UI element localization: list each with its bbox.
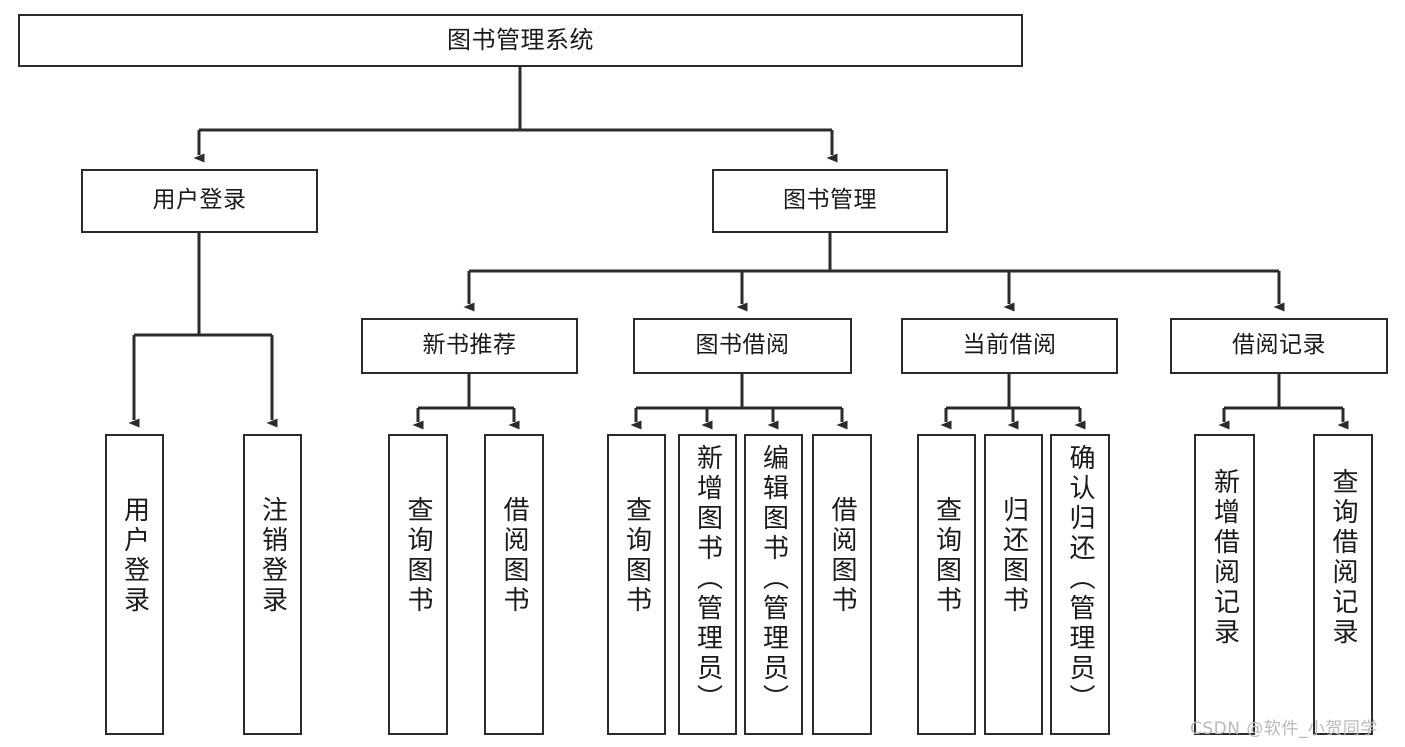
node-leaf-borrow-book-rec-label: 借阅图书 [499, 496, 529, 616]
node-book-manage-label: 图书管理 [783, 187, 877, 214]
node-leaf-confirm-return-label: 确认归还（管理员） [1065, 444, 1095, 714]
node-leaf-query-record-label: 查询借阅记录 [1328, 468, 1358, 648]
node-leaf-edit-book-label: 编辑图书（管理员） [758, 444, 789, 714]
node-leaf-borrow-book-rec[interactable]: 借阅图书 [484, 434, 544, 735]
node-leaf-add-record[interactable]: 新增借阅记录 [1194, 434, 1255, 735]
node-leaf-user-login[interactable]: 用户登录 [105, 434, 164, 735]
node-new-book-rec[interactable]: 新书推荐 [361, 318, 578, 374]
node-user-login-label: 用户登录 [152, 187, 247, 214]
node-leaf-query-book-borrow-label: 查询图书 [621, 496, 652, 616]
node-leaf-query-record[interactable]: 查询借阅记录 [1313, 434, 1373, 735]
node-leaf-return-book[interactable]: 归还图书 [984, 434, 1043, 735]
node-book-borrow[interactable]: 图书借阅 [633, 318, 852, 374]
node-leaf-add-book[interactable]: 新增图书（管理员） [678, 434, 737, 735]
node-leaf-edit-book[interactable]: 编辑图书（管理员） [744, 434, 803, 735]
csdn-watermark: CSDN @软件_小贺同学 [1190, 719, 1378, 739]
node-leaf-borrow-book-label: 借阅图书 [827, 496, 857, 616]
node-borrow-record-label: 借阅记录 [1232, 332, 1326, 359]
node-leaf-confirm-return[interactable]: 确认归还（管理员） [1050, 434, 1110, 735]
node-leaf-logout-label: 注销登录 [257, 496, 288, 616]
node-leaf-query-book-current[interactable]: 查询图书 [917, 434, 976, 735]
node-leaf-query-book-borrow[interactable]: 查询图书 [607, 434, 666, 735]
node-leaf-user-login-label: 用户登录 [119, 496, 150, 616]
node-leaf-borrow-book[interactable]: 借阅图书 [812, 434, 872, 735]
node-root-label: 图书管理系统 [447, 26, 594, 55]
node-leaf-return-book-label: 归还图书 [998, 496, 1029, 616]
node-root[interactable]: 图书管理系统 [18, 14, 1023, 67]
node-new-book-rec-label: 新书推荐 [422, 332, 517, 359]
node-book-borrow-label: 图书借阅 [695, 332, 790, 359]
node-leaf-add-record-label: 新增借阅记录 [1209, 468, 1240, 648]
node-leaf-query-book-rec[interactable]: 查询图书 [388, 434, 448, 735]
node-current-borrow-label: 当前借阅 [962, 332, 1057, 359]
node-borrow-record[interactable]: 借阅记录 [1170, 318, 1388, 374]
node-current-borrow[interactable]: 当前借阅 [901, 318, 1118, 374]
node-leaf-query-book-rec-label: 查询图书 [403, 496, 433, 616]
node-leaf-logout[interactable]: 注销登录 [243, 434, 302, 735]
node-book-manage[interactable]: 图书管理 [712, 169, 948, 233]
node-user-login[interactable]: 用户登录 [81, 169, 318, 233]
node-leaf-add-book-label: 新增图书（管理员） [692, 444, 723, 714]
node-leaf-query-book-current-label: 查询图书 [931, 496, 962, 616]
